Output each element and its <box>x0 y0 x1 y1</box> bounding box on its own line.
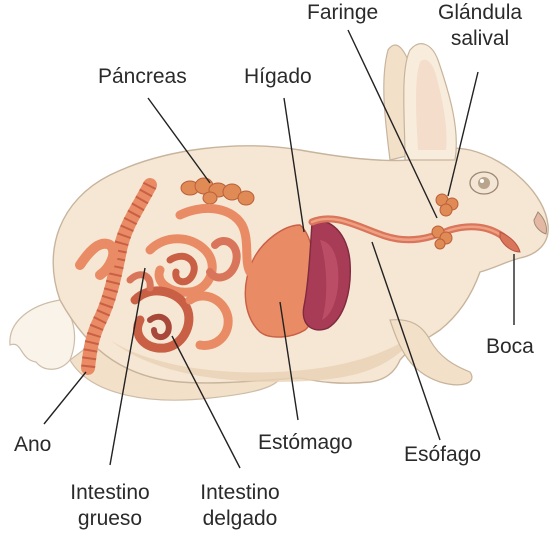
label-intestino-grueso-line2: grueso <box>77 507 143 530</box>
leader-line-faringe <box>347 29 438 219</box>
label-intestino-grueso: Intestino grueso <box>58 480 162 532</box>
digestive-organs <box>75 177 521 375</box>
leader-line-estomago <box>279 301 299 421</box>
label-boca: Boca <box>486 335 534 358</box>
label-glandula-line2: salival <box>450 27 510 50</box>
small-intestine-shape <box>126 234 241 353</box>
label-higado: Hígado <box>244 65 312 88</box>
label-intestino-delgado: Intestino delgado <box>188 480 292 532</box>
label-ano: Ano <box>14 433 52 456</box>
rabbit-nose <box>533 211 547 235</box>
salivary-glands <box>431 193 459 250</box>
label-esofago: Esófago <box>404 443 482 466</box>
esophagus-highlight <box>310 217 507 242</box>
label-faringe: Faringe <box>307 1 379 24</box>
leader-line-higado <box>283 97 305 233</box>
leader-line-glandula <box>447 71 479 197</box>
leader-line-intestino-delgado <box>171 335 241 469</box>
pancreas-shape <box>180 177 255 206</box>
large-intestine-segments <box>81 181 157 369</box>
label-pancreas: Páncreas <box>98 65 187 88</box>
leader-line-pancreas <box>147 97 211 184</box>
label-glandula-line1: Glándula <box>438 1 523 24</box>
label-intestino-delgado-line1: Intestino <box>200 481 280 504</box>
leader-line-intestino-grueso <box>109 267 146 466</box>
mouth-shape <box>499 231 521 253</box>
rabbit-eye-pupil <box>478 177 490 189</box>
stomach-highlight <box>320 240 339 320</box>
rabbit-tail <box>9 299 76 370</box>
rabbit-front-leg <box>389 319 473 386</box>
label-intestino-grueso-line1: Intestino <box>70 481 150 504</box>
leader-line-esofago <box>371 241 441 441</box>
colon-shape <box>75 238 119 280</box>
duodenum-shape <box>175 203 255 277</box>
rabbit-eye-highlight <box>480 179 484 183</box>
rabbit-belly-shadow <box>110 330 420 382</box>
label-estomago: Estómago <box>258 431 353 454</box>
label-glandula-salival: Glándula salival <box>438 0 522 52</box>
label-intestino-delgado-line2: delgado <box>202 507 278 530</box>
leader-line-ano <box>43 371 87 425</box>
rabbit-ear-inner <box>416 59 447 150</box>
leader-lines <box>43 29 515 469</box>
